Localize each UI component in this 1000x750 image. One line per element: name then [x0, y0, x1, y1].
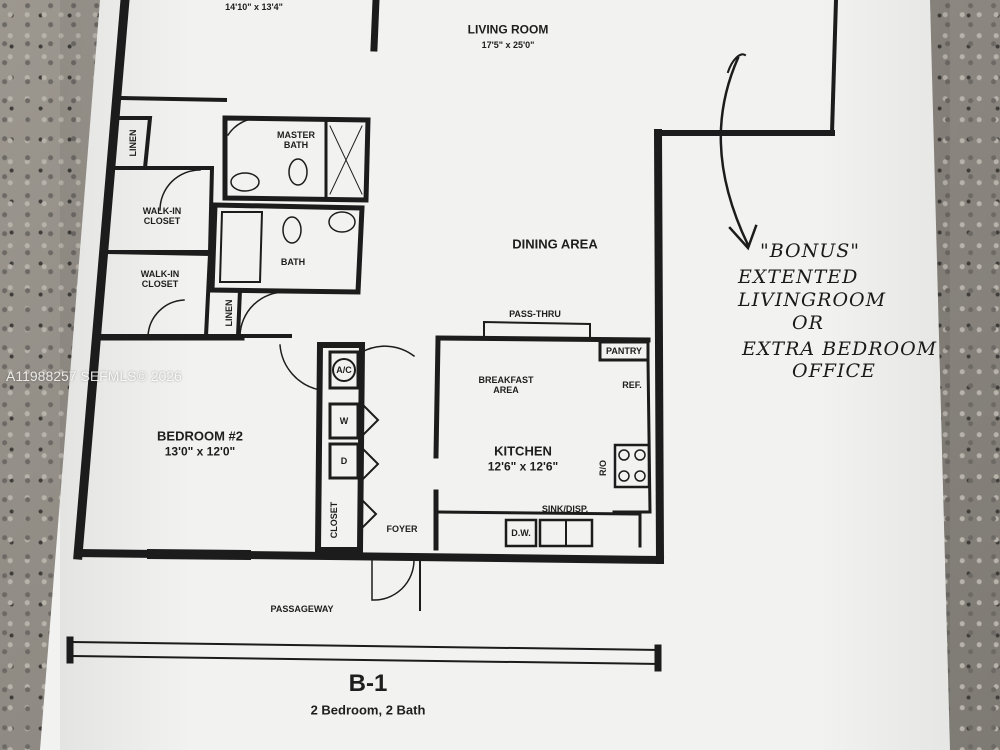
- pantry-box: [598, 340, 650, 362]
- burner-2: [634, 449, 646, 461]
- note-line-extented: EXTENTED: [738, 266, 859, 288]
- passageway-label: PASSAGEWAY: [270, 604, 334, 614]
- door-swing-utility: [360, 345, 416, 358]
- pass-thru-counter: [483, 320, 591, 342]
- bath-outline: [209, 202, 365, 295]
- door-swing-bedroom2: [279, 344, 321, 391]
- door-swing-master-bath: [226, 117, 263, 137]
- shower-diag-2: [329, 125, 363, 195]
- laundry-bifold-1: [360, 402, 380, 438]
- dining-area-label: DINING AREA: [512, 236, 598, 252]
- ac-label: A/C: [336, 365, 352, 375]
- range-box: [613, 443, 651, 489]
- floor-plan-sheet: [40, 0, 950, 750]
- washer-label: W: [339, 416, 349, 426]
- door-swing-closet-2: [147, 299, 185, 337]
- door-swing-closet-1: [159, 169, 201, 211]
- note-line-livingroom: LIVINGROOM: [738, 289, 887, 311]
- dishwasher-box: [504, 518, 538, 548]
- dryer-box: [328, 442, 360, 480]
- bedroom2-window: [146, 548, 252, 561]
- sink-label: SINK/DISP.: [541, 504, 589, 514]
- master-bath-outline: [222, 115, 371, 203]
- walk-in-closet-label-2: WALK-IN CLOSET: [140, 269, 180, 289]
- dryer-label: D: [340, 456, 348, 466]
- handwritten-arrowhead: [728, 224, 758, 251]
- dishwasher-label: D.W.: [511, 528, 531, 538]
- ac-fan: [332, 358, 356, 382]
- burner-3: [618, 470, 630, 482]
- kitchen-counter-bottom: [436, 510, 642, 548]
- plan-unit-title: B-1: [348, 670, 388, 697]
- left-outer-wall: [73, 0, 130, 560]
- note-line-office: OFFICE: [792, 360, 876, 382]
- walk-in-closet-label-1: WALK-IN CLOSET: [142, 206, 182, 226]
- closet-bifold: [360, 498, 378, 530]
- bath-toilet: [282, 216, 302, 244]
- door-swing-bath: [239, 291, 287, 337]
- pass-thru-label: PASS-THRU: [509, 309, 561, 319]
- ref-label: REF.: [622, 380, 642, 390]
- note-line-or: OR: [792, 312, 824, 334]
- note-line-extra-bedroom: EXTRA BEDROOM: [742, 338, 938, 360]
- breakfast-area-label: BREAKFAST AREA: [478, 375, 534, 395]
- walk-in-closet-2-outline: [101, 249, 213, 338]
- bottom-outer-wall: [73, 548, 665, 565]
- living-room-dims: 17'5" x 25'0": [481, 40, 535, 50]
- bath-sink: [328, 211, 356, 233]
- burner-4: [634, 470, 646, 482]
- closet-label: CLOSET: [329, 501, 339, 539]
- pantry-label: PANTRY: [606, 346, 642, 356]
- linen-label-1: LINEN: [128, 129, 138, 157]
- kitchen-name: KITCHEN: [494, 443, 552, 459]
- utility-column: [314, 342, 366, 553]
- bedroom2-name: BEDROOM #2: [157, 428, 243, 444]
- arrow-top-curl: [726, 53, 747, 74]
- master-toilet: [288, 158, 308, 186]
- note-line-bonus: "BONUS": [760, 240, 861, 262]
- master-bath-label: MASTER BATH: [277, 130, 315, 150]
- entry-door: [371, 559, 415, 601]
- master-bedroom-dims: 14'10" x 13'4": [225, 2, 283, 12]
- washer-box: [328, 402, 360, 440]
- bathtub: [218, 211, 264, 283]
- ac-unit: [328, 350, 360, 390]
- linen-label-2: LINEN: [224, 299, 234, 327]
- master-sink-1: [230, 172, 260, 192]
- handwritten-arrow: [719, 56, 750, 247]
- plan-subtitle: 2 Bedroom, 2 Bath: [310, 702, 426, 718]
- range-label: R/O: [598, 459, 608, 477]
- kitchen-left-wall: [433, 337, 441, 459]
- bedroom2-dims: 13'0" x 12'0": [164, 444, 236, 459]
- foyer-label: FOYER: [386, 524, 418, 534]
- kitchen-window: [538, 555, 592, 560]
- burner-1: [618, 449, 630, 461]
- right-lower-wall: [653, 128, 665, 565]
- bonus-right-wall: [829, 0, 839, 136]
- master-bedroom-wall: [370, 0, 380, 52]
- passageway-rail: [70, 640, 662, 666]
- laundry-bifold-2: [360, 446, 380, 482]
- living-room-name: LIVING ROOM: [467, 22, 549, 37]
- bath-label: BATH: [280, 257, 306, 267]
- kitchen-dims: 12'6" x 12'6": [487, 459, 559, 474]
- mls-watermark: A11988257 SEFMLS© 2026: [6, 368, 182, 384]
- bath-block-top: [119, 95, 228, 103]
